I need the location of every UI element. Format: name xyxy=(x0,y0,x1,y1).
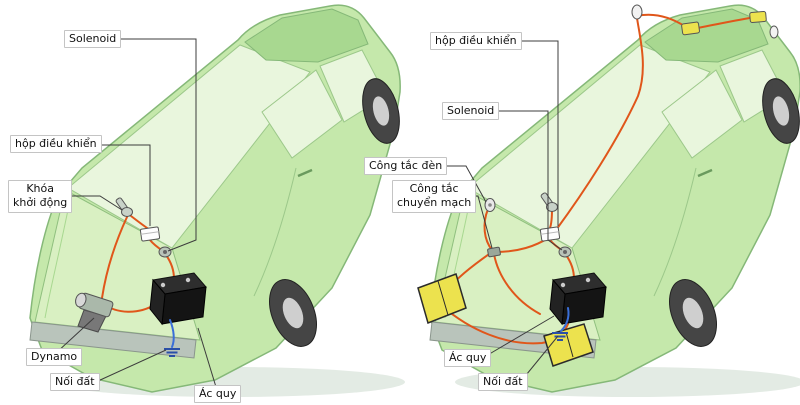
solenoid-component xyxy=(158,246,172,258)
headlight-left xyxy=(417,273,467,325)
leader-solenoid-right xyxy=(492,110,563,251)
control-box-component xyxy=(539,226,561,242)
label-ground-right: Nối đất xyxy=(478,373,528,392)
leader-solenoid-left xyxy=(118,38,197,252)
wire-changeover-down xyxy=(493,253,541,315)
ground-wire xyxy=(169,319,175,348)
ignition-switch-component xyxy=(115,197,133,217)
leader-control-box-left xyxy=(90,144,151,226)
label-solenoid-right: Solenoid xyxy=(442,102,500,121)
label-ground-left: Nối đất xyxy=(50,373,100,392)
ignition-switch-component xyxy=(540,192,558,212)
ground-symbol xyxy=(164,348,180,357)
dynamo-component xyxy=(75,292,114,318)
leader-battery-left xyxy=(197,327,217,388)
light-switch-component xyxy=(484,198,496,212)
label-ignition-left: Khóa khởi động xyxy=(8,180,73,213)
rear-marker-lamp xyxy=(631,4,643,20)
headlight-right xyxy=(543,323,594,367)
car-body xyxy=(28,3,407,399)
label-battery-left: Ác quy xyxy=(194,385,242,404)
leader-dynamo-left xyxy=(55,317,95,354)
label-control-box-right: hộp điều khiển xyxy=(430,32,522,51)
label-dynamo-left: Dynamo xyxy=(26,348,83,367)
changeover-switch-component xyxy=(487,246,501,258)
leader-light-switch-right xyxy=(438,165,487,203)
solenoid-component xyxy=(558,246,572,258)
wire-rear-harness xyxy=(555,17,644,231)
right-car-illustration xyxy=(417,3,800,399)
leader-battery-right xyxy=(485,315,555,357)
wire-lightswitch-to-changeover xyxy=(483,208,493,251)
label-control-box-left: hộp điều khiển xyxy=(10,135,102,154)
tail-light-2 xyxy=(749,10,767,24)
leader-ground-right xyxy=(521,335,559,381)
control-box-component xyxy=(139,226,161,242)
tail-light-1 xyxy=(681,21,700,36)
ground-wire xyxy=(560,307,570,332)
label-battery-right: Ác quy xyxy=(444,349,492,368)
leader-ground-left xyxy=(97,349,167,382)
left-car-illustration xyxy=(28,3,407,399)
battery-component xyxy=(549,272,607,326)
label-light-switch-right: Công tắc đèn xyxy=(364,157,448,176)
label-changeover-right: Công tắc chuyển mạch xyxy=(392,180,477,213)
wire-ignition-to-dynamo xyxy=(101,216,128,299)
battery-component xyxy=(149,272,207,326)
label-solenoid-left: Solenoid xyxy=(64,30,122,49)
ground-symbol xyxy=(552,332,568,341)
rear-marker-lamp-2 xyxy=(769,25,779,39)
